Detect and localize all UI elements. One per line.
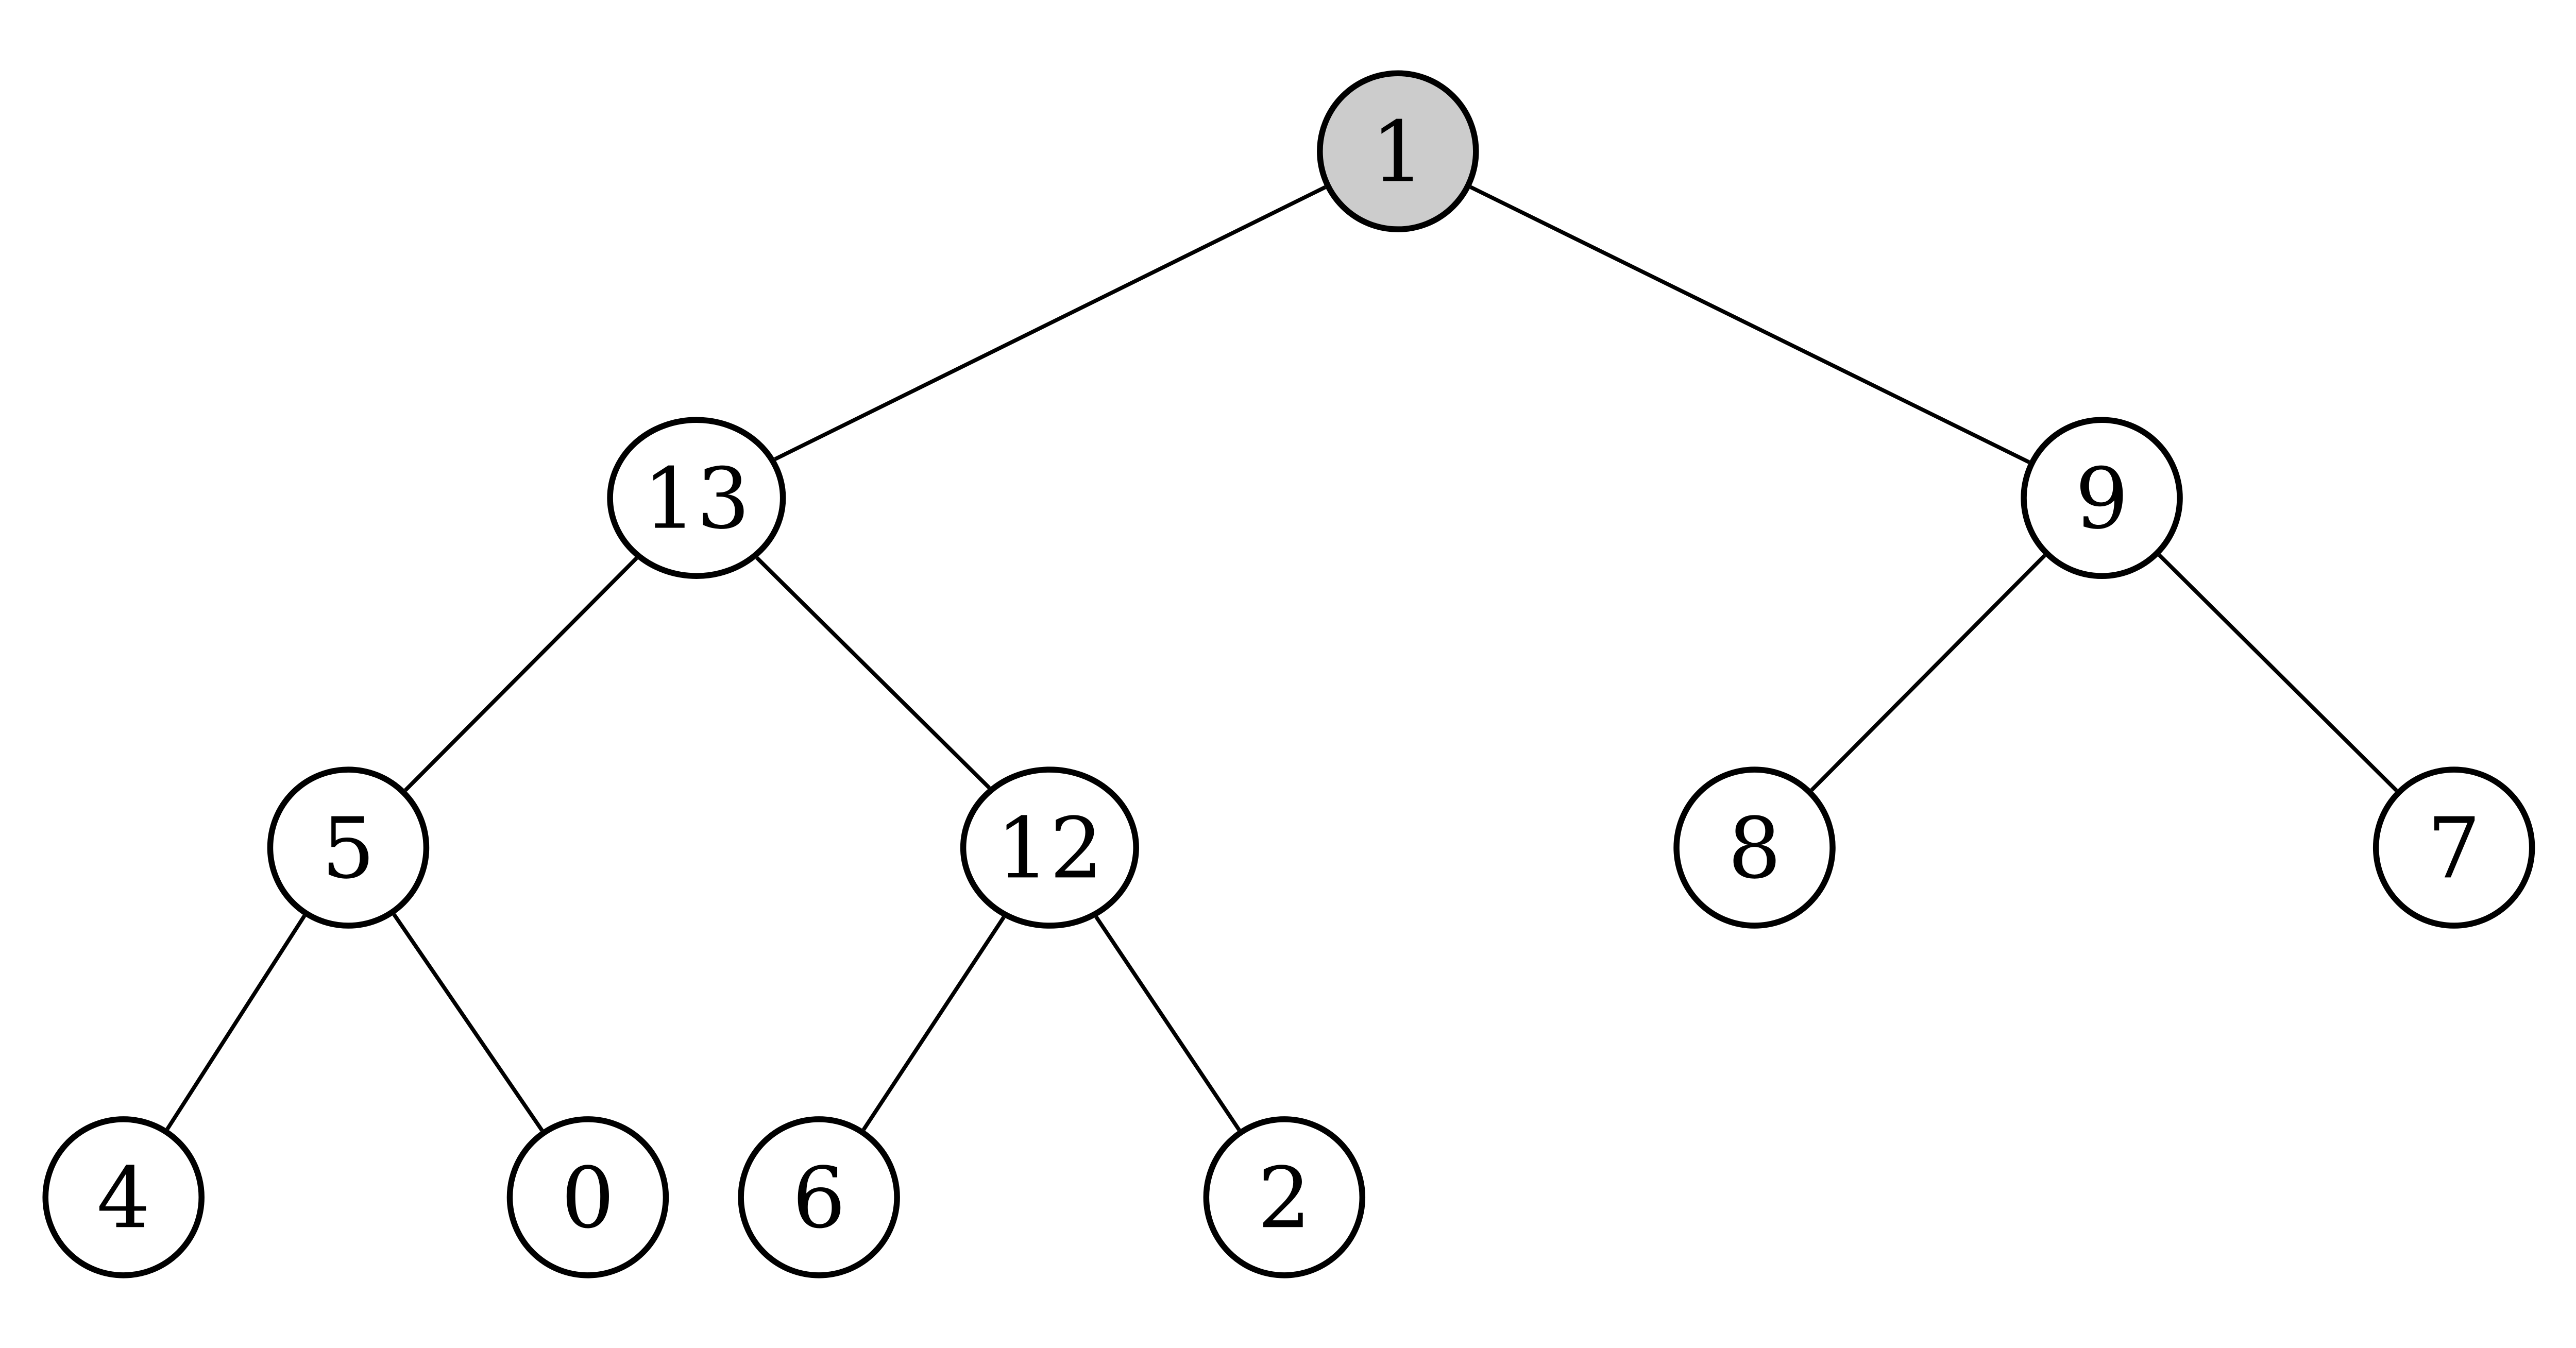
tree-node-circle[interactable] (267, 766, 430, 929)
tree-node-label: 2 (1258, 1150, 1311, 1247)
tree-node-label: 5 (321, 800, 375, 897)
tree-node-2[interactable]: 2 (1203, 1116, 1366, 1278)
tree-edge-1-9 (1469, 185, 2030, 464)
tree-edge-13-12 (755, 556, 991, 790)
tree-node-circle[interactable] (506, 1116, 669, 1278)
tree-node-circle[interactable] (607, 417, 786, 579)
tree-node-circle[interactable] (960, 766, 1139, 929)
tree-edge-5-0 (392, 913, 544, 1132)
tree-node-circle[interactable] (738, 1116, 900, 1278)
tree-edge-12-6 (862, 916, 1006, 1131)
tree-edge-1-13 (774, 185, 1327, 461)
tree-node-0[interactable]: 0 (506, 1116, 669, 1278)
tree-edge-9-8 (1810, 554, 2046, 792)
tree-node-circle[interactable] (42, 1116, 205, 1278)
tree-node-label: 7 (2427, 800, 2481, 897)
tree-node-label: 12 (996, 800, 1103, 897)
tree-edge-12-2 (1094, 915, 1241, 1131)
tree-node-label: 13 (643, 451, 750, 548)
tree-node-label: 1 (1371, 104, 1425, 201)
tree-node-circle-highlighted[interactable] (1317, 70, 1479, 232)
binary-tree-diagram: 1 13 9 5 12 8 7 4 0 6 2 (0, 27, 2576, 1321)
tree-node-8[interactable]: 8 (1673, 766, 1836, 929)
tree-node-7[interactable]: 7 (2372, 766, 2535, 929)
tree-node-4[interactable]: 4 (42, 1116, 205, 1278)
tree-node-label: 9 (2075, 451, 2129, 548)
tree-edge-13-5 (404, 556, 638, 792)
tree-node-9[interactable]: 9 (2021, 417, 2183, 579)
tree-node-12[interactable]: 12 (960, 766, 1139, 929)
tree-node-circle[interactable] (2021, 417, 2183, 579)
tree-node-label: 6 (792, 1150, 846, 1247)
tree-node-circle[interactable] (1673, 766, 1836, 929)
tree-node-label: 4 (97, 1150, 150, 1247)
tree-node-label: 0 (561, 1150, 615, 1247)
tree-node-label: 8 (1728, 800, 1782, 897)
tree-edges-layer (165, 185, 2398, 1132)
tree-node-6[interactable]: 6 (738, 1116, 900, 1278)
tree-node-circle[interactable] (2372, 766, 2535, 929)
tree-edge-5-4 (165, 914, 307, 1131)
tree-node-13[interactable]: 13 (607, 417, 786, 579)
tree-node-circle[interactable] (1203, 1116, 1366, 1278)
tree-edge-9-7 (2158, 553, 2398, 792)
tree-node-5[interactable]: 5 (267, 766, 430, 929)
tree-node-1[interactable]: 1 (1317, 70, 1479, 232)
tree-nodes-layer: 1 13 9 5 12 8 7 4 0 6 2 (42, 70, 2535, 1278)
